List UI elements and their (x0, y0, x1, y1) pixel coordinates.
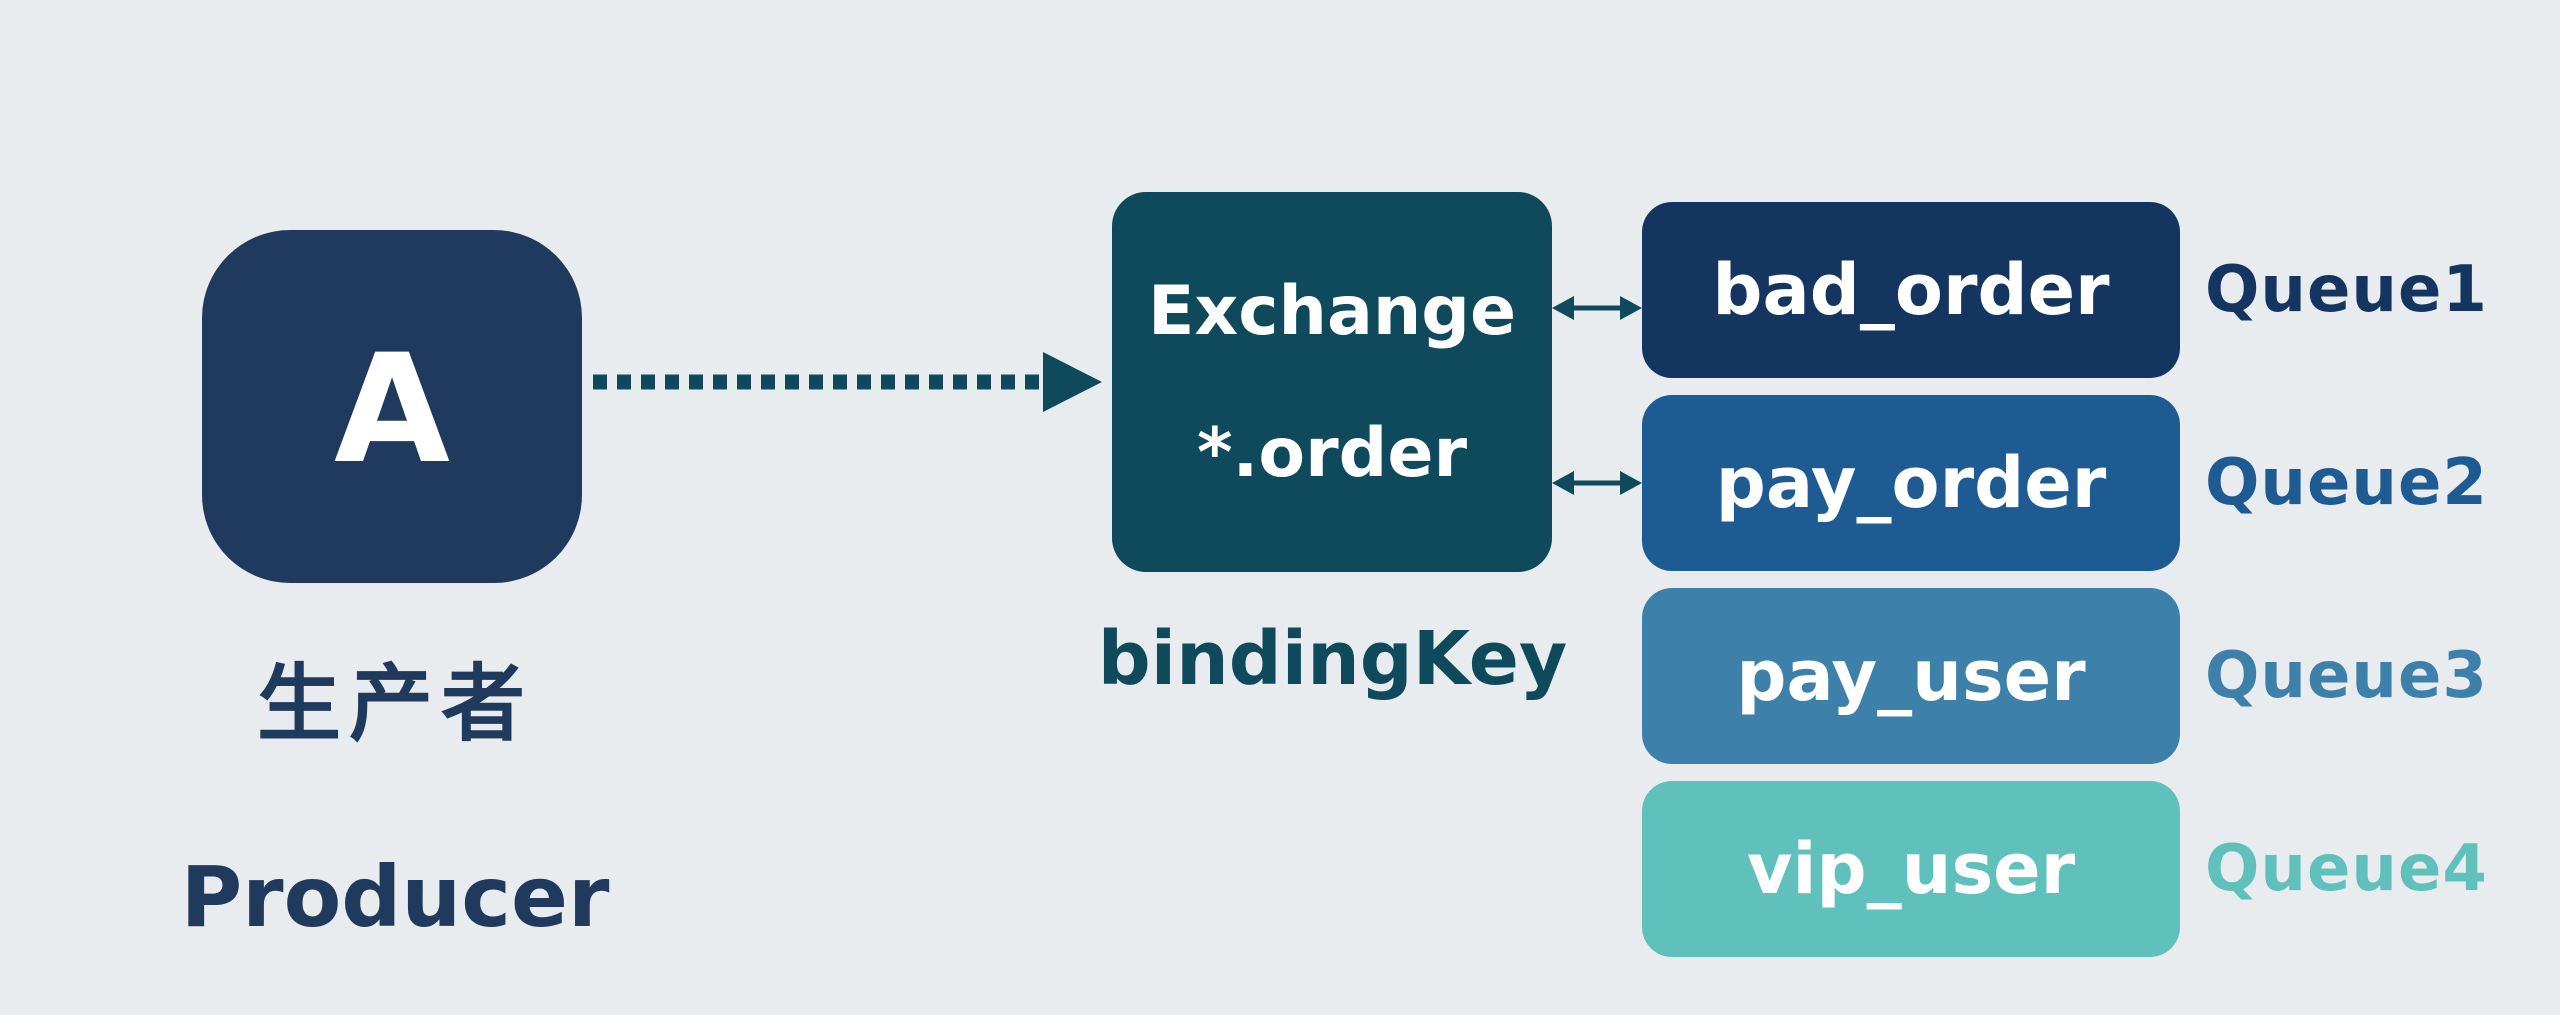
binding-key-caption: bindingKey (1097, 616, 1568, 702)
exchange-queue1-arrow-left (1552, 296, 1574, 320)
producer-to-exchange-arrowhead (1043, 352, 1102, 412)
queue-tag-1: Queue1 (2205, 253, 2488, 327)
queue-tag-2: Queue2 (2205, 446, 2488, 520)
producer-label-cn: 生产者 (256, 655, 533, 753)
exchange-queue1-arrow-right (1620, 296, 1642, 320)
exchange-queue2-arrow-left (1552, 471, 1574, 495)
exchange-label: Exchange (1147, 272, 1517, 351)
queue-node-1: bad_order (1642, 202, 2180, 378)
exchange-routing-pattern: *.order (1197, 414, 1467, 493)
producer-node: A (202, 230, 582, 583)
queue-tag-4: Queue4 (2205, 832, 2488, 906)
queue-node-2: pay_order (1642, 395, 2180, 571)
producer-label-en: Producer (180, 848, 610, 946)
exchange-queue2-arrow-right (1620, 471, 1642, 495)
queue-node-4: vip_user (1642, 781, 2180, 957)
queue-node-3: pay_user (1642, 588, 2180, 764)
producer-letter: A (333, 322, 451, 497)
queue-tag-3: Queue3 (2205, 639, 2488, 713)
exchange-node: Exchange *.order (1112, 192, 1552, 572)
